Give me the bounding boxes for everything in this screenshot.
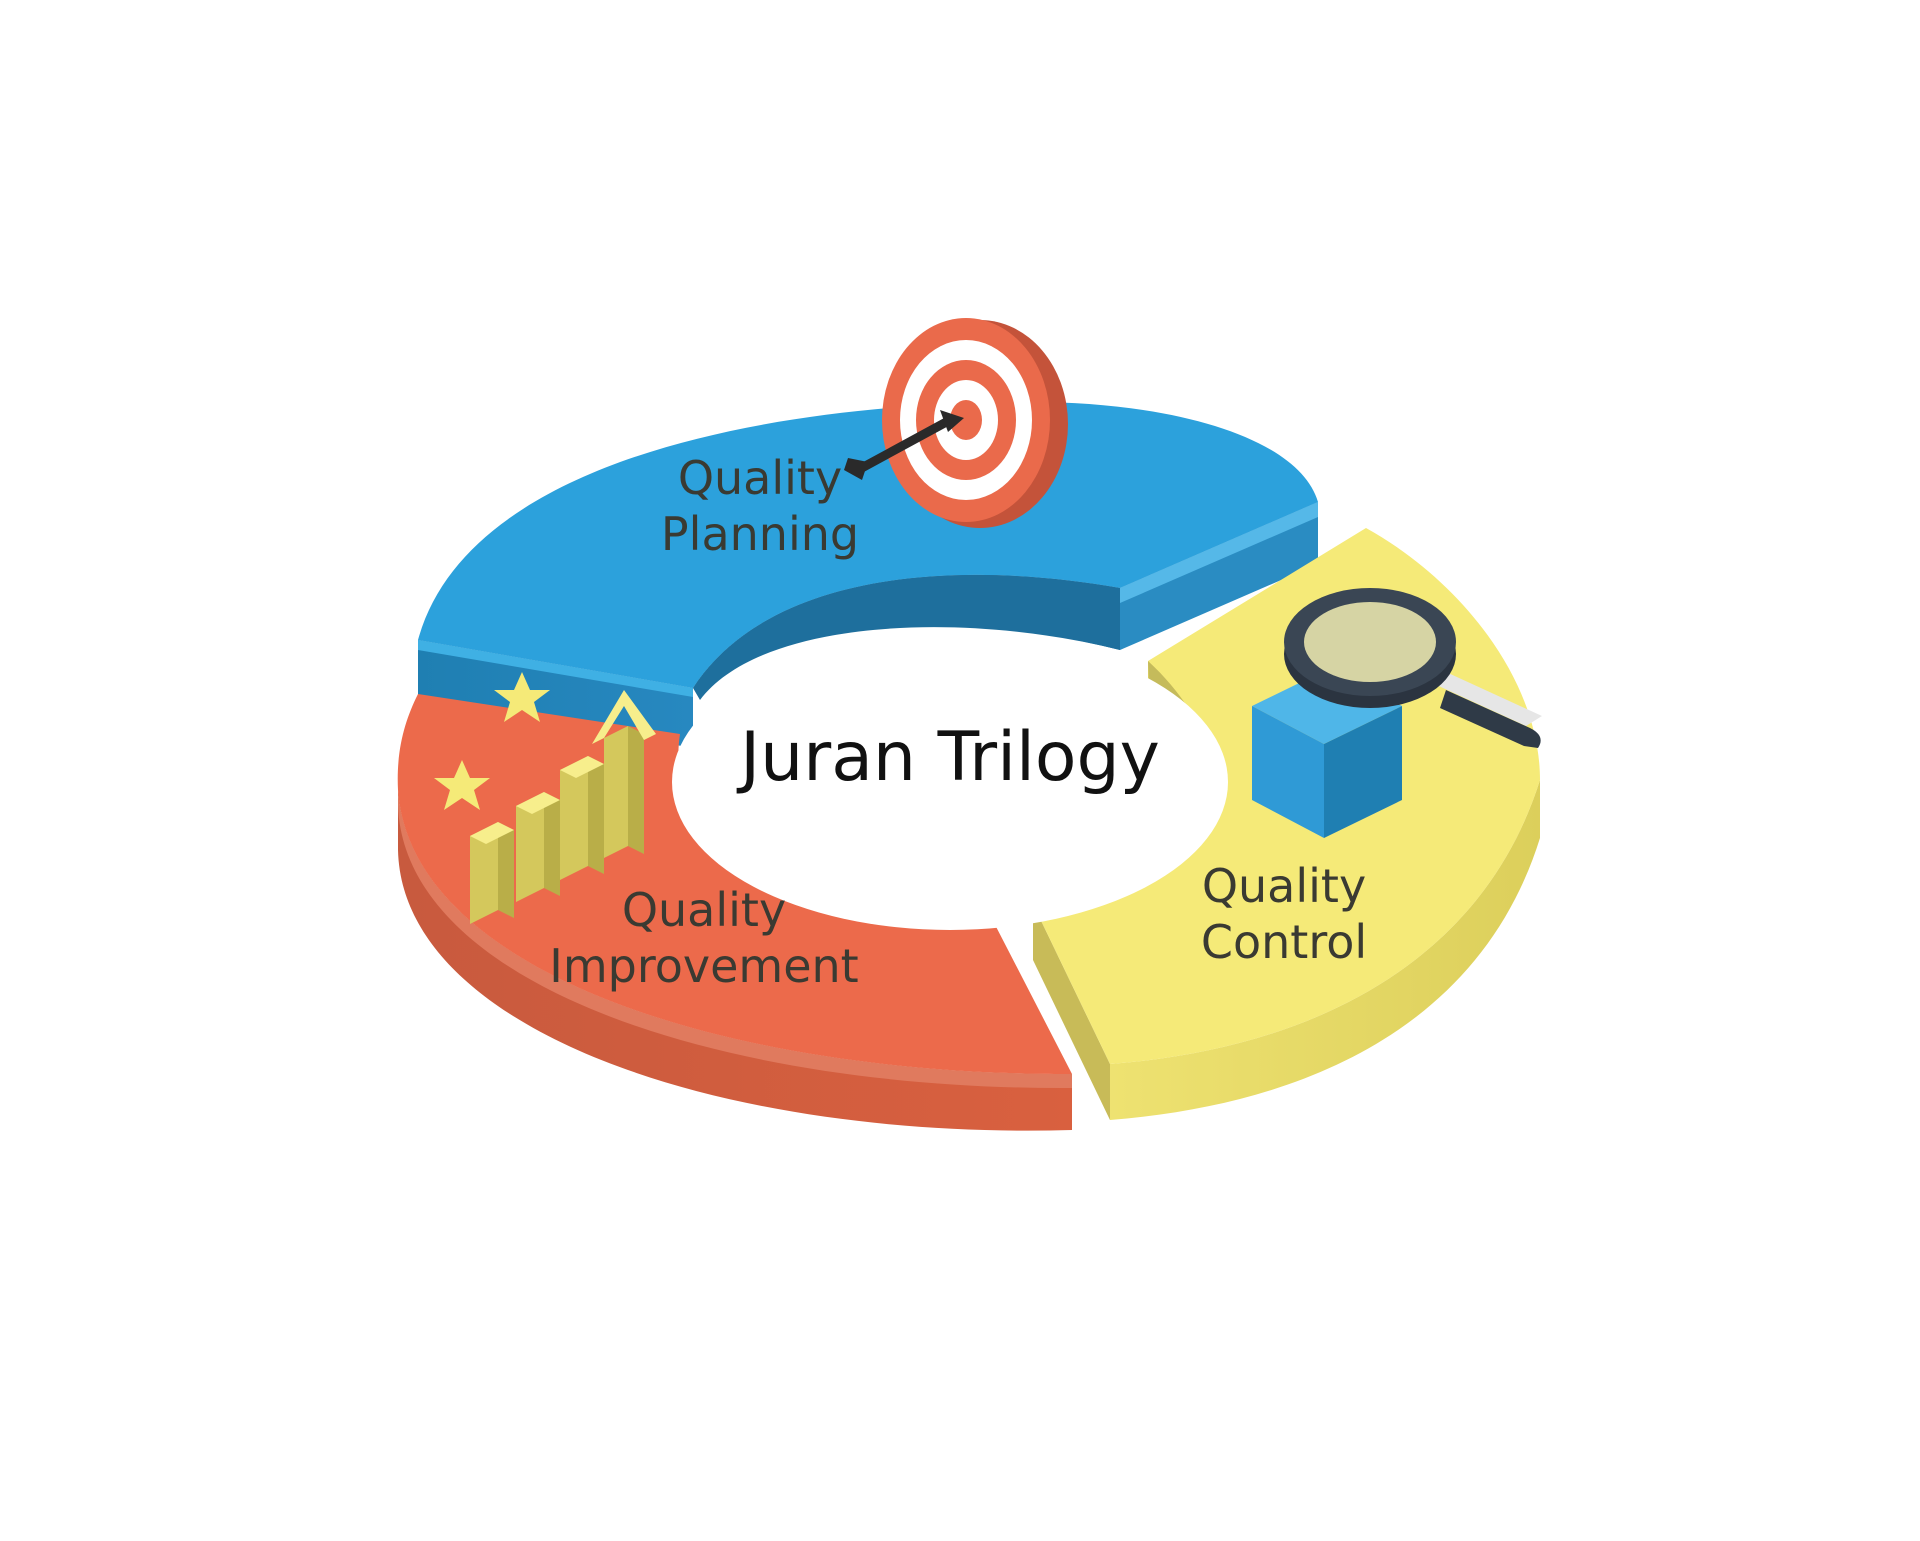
improvement-outer-side xyxy=(398,790,1072,1131)
magnifier-box-icon xyxy=(1252,588,1542,838)
improvement-label-line2: Improvement xyxy=(549,939,858,993)
star-icon xyxy=(434,760,490,810)
control-outer-side xyxy=(1110,780,1540,1120)
target-arrow-icon xyxy=(844,318,1068,528)
diagram-title: Juran Trilogy xyxy=(736,718,1160,797)
growth-chart-icon xyxy=(434,672,656,924)
control-label-line2: Control xyxy=(1201,915,1367,969)
planning-end-side xyxy=(1120,502,1318,650)
label-quality-improvement: Quality Improvement xyxy=(549,883,858,993)
label-quality-planning: Quality Planning xyxy=(661,451,859,561)
center-hole xyxy=(672,634,1228,930)
star-icon xyxy=(494,672,550,722)
center-hole-blue-cover xyxy=(693,574,1120,700)
planning-edge-highlight-left xyxy=(418,640,693,697)
label-quality-control: Quality Control xyxy=(1201,859,1367,969)
control-left-side xyxy=(1033,904,1110,1120)
control-label-line1: Quality xyxy=(1202,859,1366,913)
planning-edge-highlight xyxy=(1120,502,1318,603)
planning-top-face xyxy=(418,402,1318,688)
planning-label-line1: Quality xyxy=(678,451,842,505)
planning-outer-side xyxy=(418,640,693,748)
improvement-label-line1: Quality xyxy=(622,883,786,937)
planning-label-line2: Planning xyxy=(661,507,859,561)
